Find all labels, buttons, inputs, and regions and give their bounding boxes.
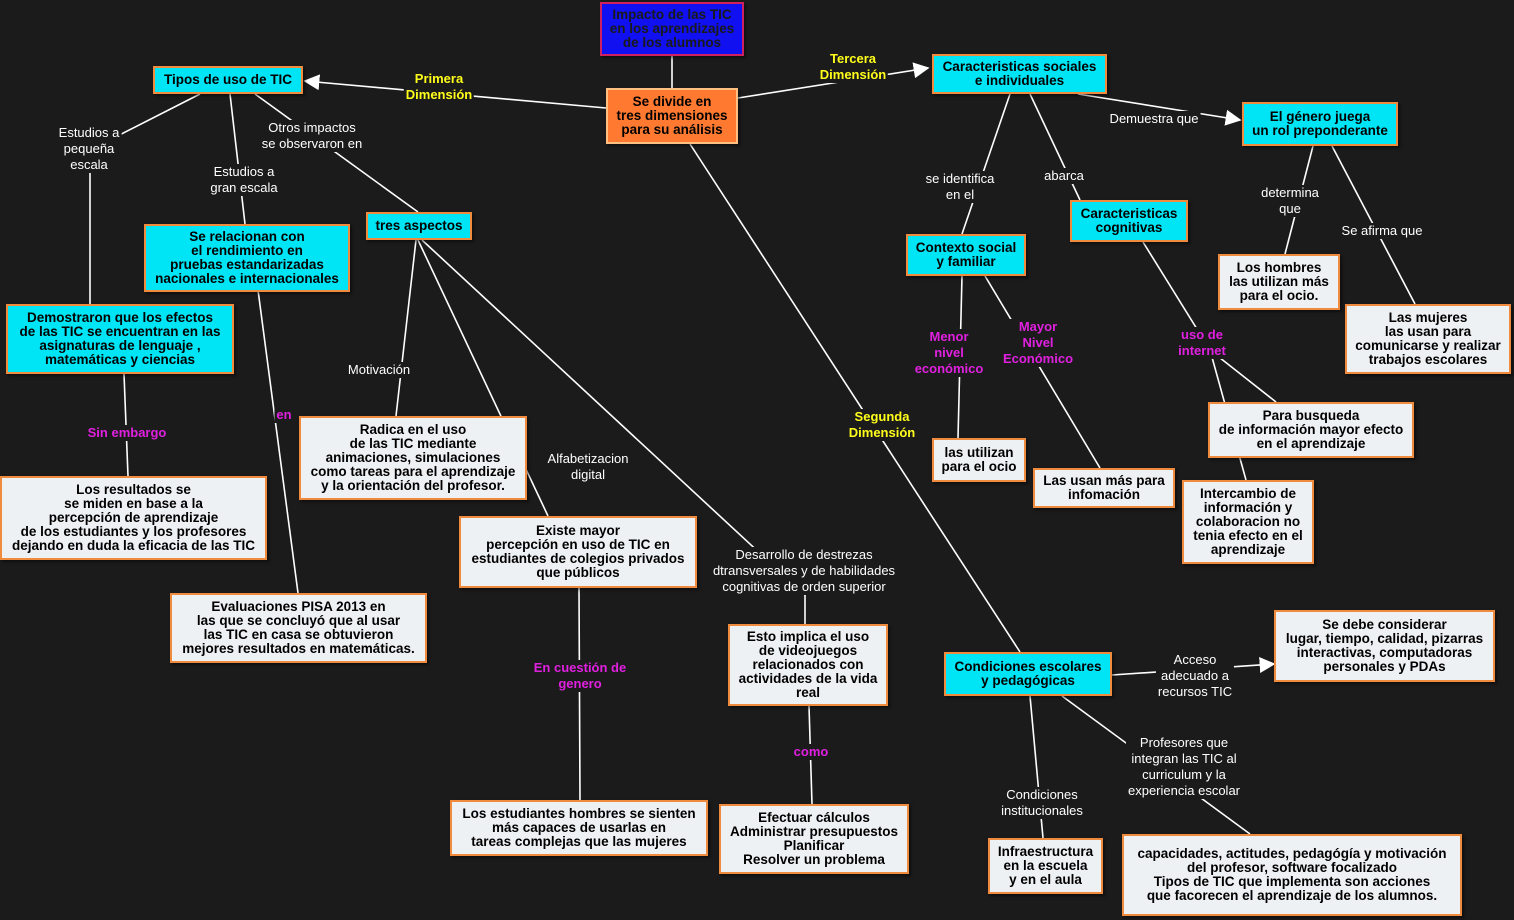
label-acceso: Acceso adecuado a recursos TIC bbox=[1155, 652, 1235, 700]
node-infraestructura[interactable]: Infraestructura en la escuela y en el au… bbox=[988, 838, 1103, 894]
node-radica[interactable]: Radica en el uso de las TIC mediante ani… bbox=[299, 416, 527, 500]
node-genero-rol[interactable]: El género juega un rol preponderante bbox=[1242, 102, 1398, 146]
label-motivacion: Motivación bbox=[345, 362, 413, 378]
label-tercera-dimension: Tercera Dimensión bbox=[817, 51, 889, 83]
node-pisa[interactable]: Evaluaciones PISA 2013 en las que se con… bbox=[170, 593, 427, 663]
label-condiciones-institucionales: Condiciones institucionales bbox=[999, 787, 1085, 819]
node-mujeres[interactable]: Las mujeres las usan para comunicarse y … bbox=[1345, 304, 1511, 374]
node-condiciones-escolares[interactable]: Condiciones escolares y pedagógicas bbox=[944, 652, 1112, 696]
node-hombres-sienten[interactable]: Los estudiantes hombres se sienten más c… bbox=[450, 800, 708, 856]
node-resultados[interactable]: Los resultados se se miden en base a la … bbox=[0, 476, 267, 560]
node-capacidades[interactable]: capacidades, actitudes, pedagógía y moti… bbox=[1122, 834, 1462, 916]
label-demuestra: Demuestra que bbox=[1107, 111, 1201, 127]
label-mayor-nivel: Mayor Nivel Económico bbox=[1000, 319, 1076, 367]
label-estudios-pequena: Estudios a pequeña escala bbox=[56, 125, 122, 173]
node-impacto[interactable]: Impacto de las TIC en los aprendizajes d… bbox=[600, 2, 744, 56]
label-profesores: Profesores que integran las TIC al curri… bbox=[1125, 735, 1243, 799]
node-caracteristicas-sociales[interactable]: Caracteristicas sociales e individuales bbox=[932, 54, 1107, 94]
node-contexto-social[interactable]: Contexto social y familiar bbox=[906, 234, 1026, 276]
node-existe-mayor[interactable]: Existe mayor percepción en uso de TIC en… bbox=[459, 516, 697, 588]
label-sin-embargo: Sin embargo bbox=[85, 425, 169, 441]
node-tipos-uso[interactable]: Tipos de uso de TIC bbox=[153, 66, 303, 94]
label-en-cuestion-genero: En cuestión de genero bbox=[531, 660, 629, 692]
label-primera-dimension: Primera Dimensión bbox=[403, 71, 475, 103]
node-efectuar[interactable]: Efectuar cálculos Administrar presupuest… bbox=[719, 804, 909, 874]
label-uso-internet: uso de internet bbox=[1176, 327, 1228, 359]
node-busqueda[interactable]: Para busqueda de información mayor efect… bbox=[1208, 402, 1414, 458]
label-alfabetizacion: Alfabetizacion digital bbox=[545, 451, 631, 483]
node-usan-informacion[interactable]: Las usan más para infomación bbox=[1033, 468, 1175, 508]
node-videojuegos[interactable]: Esto implica el uso de videojuegos relac… bbox=[728, 624, 888, 706]
node-relacionan-rendimiento[interactable]: Se relacionan con el rendimiento en prue… bbox=[144, 224, 350, 292]
label-se-identifica: se identifica en el bbox=[923, 171, 997, 203]
node-tres-aspectos[interactable]: tres aspectos bbox=[366, 212, 472, 240]
node-hombres-ocio[interactable]: Los hombres las utilizan más para el oci… bbox=[1218, 254, 1340, 310]
label-como: como bbox=[791, 744, 831, 760]
label-otros-impactos: Otros impactos se observaron en bbox=[259, 120, 365, 152]
label-abarca: abarca bbox=[1042, 168, 1086, 184]
label-estudios-gran: Estudios a gran escala bbox=[208, 164, 280, 196]
label-segunda-dimension: Segunda Dimensión bbox=[846, 409, 918, 441]
node-intercambio[interactable]: Intercambio de información y colaboracio… bbox=[1182, 480, 1314, 564]
node-utilizan-ocio[interactable]: las utilizan para el ocio bbox=[932, 438, 1026, 482]
node-caracteristicas-cognitivas[interactable]: Caracteristicas cognitivas bbox=[1070, 200, 1188, 242]
node-demostraron[interactable]: Demostraron que los efectos de las TIC s… bbox=[6, 304, 234, 374]
label-en: en bbox=[274, 407, 294, 423]
node-divide-dimensiones[interactable]: Se divide en tres dimensiones para su an… bbox=[606, 88, 738, 144]
label-desarrollo: Desarrollo de destrezas dtransversales y… bbox=[710, 547, 898, 595]
node-considerar[interactable]: Se debe considerar lugar, tiempo, calida… bbox=[1274, 610, 1495, 682]
label-se-afirma: Se afirma que bbox=[1339, 223, 1425, 239]
label-menor-nivel: Menor nivel económico bbox=[912, 329, 986, 377]
label-determina: determina que bbox=[1259, 185, 1321, 217]
